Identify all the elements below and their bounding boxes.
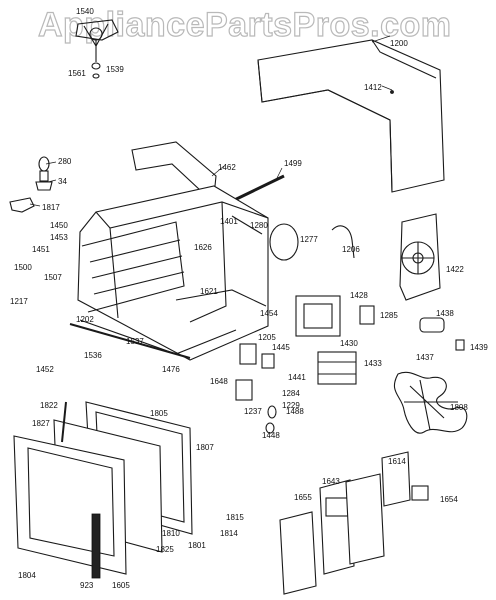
part-label: 1217 <box>10 297 28 306</box>
part-label: 1445 <box>272 343 290 352</box>
part-label: 1205 <box>258 333 276 342</box>
part-label: 1561 <box>68 69 86 78</box>
part-label: 1277 <box>300 235 318 244</box>
part-label: 1537 <box>126 337 144 346</box>
outer-case-part <box>257 39 445 193</box>
part-label: 34 <box>58 177 67 186</box>
part-label: 923 <box>80 581 94 590</box>
part-label: 1815 <box>226 513 244 522</box>
fuse-part <box>331 225 355 259</box>
lamp-part <box>9 156 53 213</box>
part-label: 1654 <box>440 495 458 504</box>
part-label: 1825 <box>156 545 174 554</box>
part-label: 1202 <box>76 315 94 324</box>
wire-harness-part <box>393 371 468 434</box>
cover-part <box>269 223 299 261</box>
part-label: 1801 <box>188 541 206 550</box>
part-label: 1810 <box>162 529 180 538</box>
part-label: 1500 <box>14 263 32 272</box>
part-labels: 1540 1561 1539 1200 1412 280 34 1462 149… <box>10 7 488 590</box>
part-label: 1422 <box>446 265 464 274</box>
part-label: 1462 <box>218 163 236 172</box>
control-panel-part <box>279 451 429 595</box>
part-label: 1439 <box>470 343 488 352</box>
part-label: 1499 <box>284 159 302 168</box>
part-label: 1441 <box>288 373 306 382</box>
part-label: 1805 <box>150 409 168 418</box>
part-label: 1817 <box>42 203 60 212</box>
part-label: 1822 <box>40 401 58 410</box>
part-label: 1808 <box>450 403 468 412</box>
part-label: 1237 <box>244 407 262 416</box>
part-label: 1280 <box>250 221 268 230</box>
part-label: 1200 <box>390 39 408 48</box>
part-label: 1605 <box>112 581 130 590</box>
fan-motor-part <box>75 19 119 79</box>
part-label: 1454 <box>260 309 278 318</box>
part-label: 1539 <box>106 65 124 74</box>
switch-part <box>235 343 277 434</box>
leader-lines <box>29 35 393 207</box>
part-label: 1814 <box>220 529 238 538</box>
part-label: 1430 <box>340 339 358 348</box>
part-label: 1428 <box>350 291 368 300</box>
part-label: 1401 <box>220 217 238 226</box>
part-label: 1807 <box>196 443 214 452</box>
part-label: 1206 <box>342 245 360 254</box>
part-label: 1476 <box>162 365 180 374</box>
part-label: 1453 <box>50 233 68 242</box>
part-label: 1488 <box>286 407 304 416</box>
part-label: 1433 <box>364 359 382 368</box>
part-label: 1437 <box>416 353 434 362</box>
part-label: 1438 <box>436 309 454 318</box>
oven-cavity-part <box>69 185 269 361</box>
part-label: 1507 <box>44 273 62 282</box>
door-assembly-part <box>13 401 193 579</box>
blower-part <box>399 213 441 301</box>
part-label: 1614 <box>388 457 406 466</box>
part-label: 1229 <box>282 401 300 410</box>
part-label: 1536 <box>84 351 102 360</box>
part-label: 1626 <box>194 243 212 252</box>
part-label: 280 <box>58 157 72 166</box>
part-label: 1804 <box>18 571 36 580</box>
part-label: 1648 <box>210 377 228 386</box>
part-label: 1284 <box>282 389 300 398</box>
part-label: 1450 <box>50 221 68 230</box>
capacitor-part <box>419 317 465 351</box>
part-label: 1643 <box>322 477 340 486</box>
magnetron-part <box>295 295 375 337</box>
part-label: 1285 <box>380 311 398 320</box>
part-label: 1412 <box>364 83 382 92</box>
part-label: 1452 <box>36 365 54 374</box>
part-label: 1451 <box>32 245 50 254</box>
part-label: 1655 <box>294 493 312 502</box>
transformer-part <box>317 351 357 385</box>
part-label: 1621 <box>200 287 218 296</box>
part-label: 1540 <box>76 7 94 16</box>
part-label: 1827 <box>32 419 50 428</box>
part-label: 1448 <box>262 431 280 440</box>
